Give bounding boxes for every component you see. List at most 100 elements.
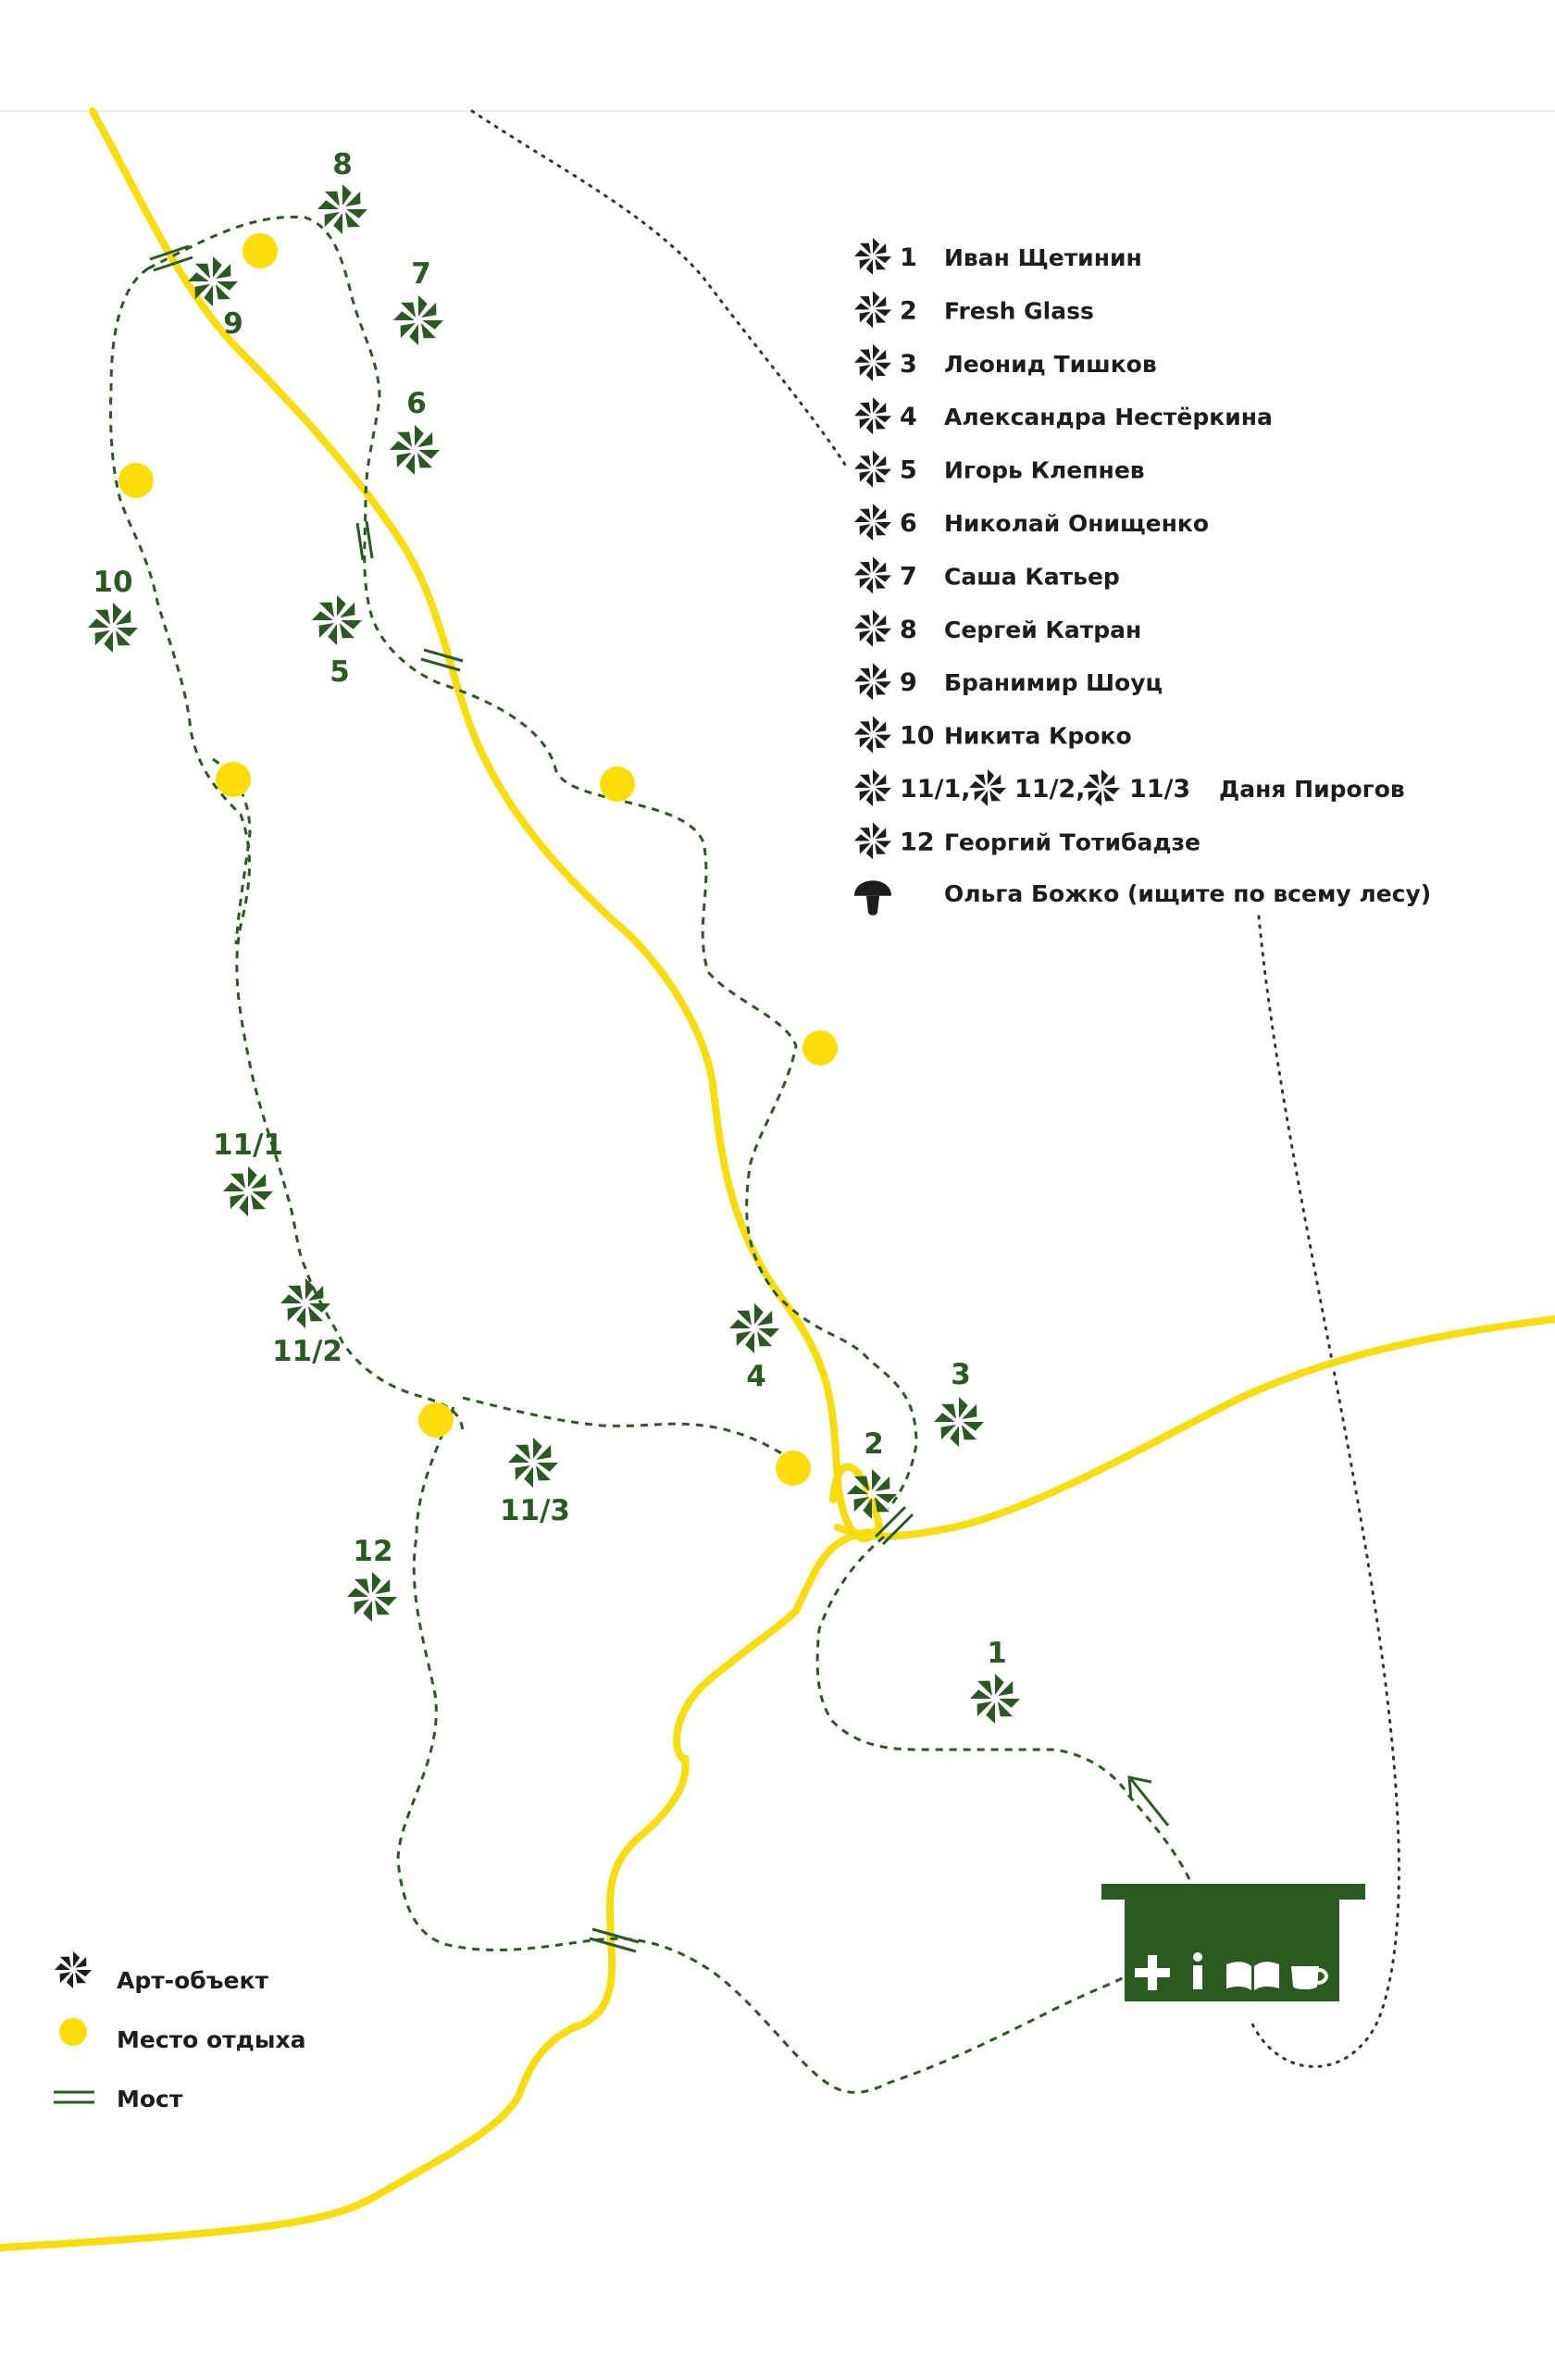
art-object-icon bbox=[55, 1951, 92, 1988]
legend-art-object-icon bbox=[854, 663, 891, 701]
bridges bbox=[149, 244, 914, 1953]
map-label-12: 12 bbox=[353, 1535, 392, 1568]
art-object-marker[interactable] bbox=[347, 1572, 397, 1622]
legend-number: 8 bbox=[900, 616, 917, 644]
legend-number: 12 bbox=[900, 828, 935, 856]
map-label-11-3: 11/3 bbox=[500, 1494, 570, 1527]
legend-art-object-icon bbox=[854, 769, 891, 806]
bridge bbox=[420, 648, 464, 672]
rest-place-marker[interactable] bbox=[216, 762, 251, 797]
legend-art-object-icon bbox=[854, 238, 891, 275]
map-labels: 8 7 9 6 10 5 11/1 11/2 4 3 2 11/3 12 1 bbox=[93, 148, 1006, 1670]
trail-mid-south bbox=[462, 1396, 797, 1464]
legend-art-object-icon bbox=[1083, 769, 1120, 806]
legend-artist-name: Fresh Glass bbox=[944, 297, 1094, 324]
book-icon bbox=[1226, 1962, 1279, 1990]
art-object-marker[interactable] bbox=[508, 1438, 558, 1488]
first-aid-icon bbox=[1135, 1955, 1170, 1990]
legend-art-object-icon bbox=[854, 716, 891, 754]
legend-art-object-icon bbox=[854, 822, 891, 860]
info-icon bbox=[1193, 1952, 1202, 1989]
art-object-marker[interactable] bbox=[393, 295, 443, 345]
legend-number: 11/1, bbox=[900, 775, 970, 804]
art-object-marker[interactable] bbox=[390, 425, 440, 475]
map-label-11-1: 11/1 bbox=[213, 1128, 283, 1162]
legend-art-object-icon bbox=[854, 556, 891, 594]
map-label-3: 3 bbox=[951, 1358, 971, 1391]
map-label-8: 8 bbox=[332, 148, 353, 181]
legend-artist-name: Николай Онищенко bbox=[944, 510, 1209, 537]
art-object-marker[interactable] bbox=[223, 1166, 273, 1216]
legend-art-object-icon bbox=[854, 291, 891, 329]
legend-art-object-icon bbox=[969, 769, 1006, 806]
rest-place-marker[interactable] bbox=[243, 233, 278, 268]
legend-artist-name: Иван Щетинин bbox=[944, 244, 1142, 271]
mushroom-icon bbox=[854, 880, 891, 916]
rest-place-marker[interactable] bbox=[802, 1030, 838, 1065]
legend-number: 7 bbox=[900, 562, 917, 591]
road-east bbox=[834, 1315, 1555, 1540]
art-object-marker[interactable] bbox=[729, 1303, 779, 1353]
legend-number: 9 bbox=[900, 668, 917, 697]
map-label-5: 5 bbox=[330, 655, 350, 689]
rest-place-marker[interactable] bbox=[418, 1402, 454, 1438]
art-object-marker[interactable] bbox=[88, 603, 138, 653]
legend-artist-name: Бранимир Шоуц bbox=[944, 669, 1163, 696]
legend-artist-name: Сергей Катран bbox=[944, 617, 1141, 643]
bridge bbox=[874, 1505, 914, 1546]
rest-place-marker[interactable] bbox=[600, 766, 635, 802]
bottom-legend: Арт-объект Место отдыха Мост bbox=[54, 1951, 305, 2112]
legend-number: 3 bbox=[900, 350, 917, 379]
rest-places bbox=[118, 233, 838, 1486]
art-object-marker[interactable] bbox=[312, 595, 362, 645]
legend-number: 10 bbox=[900, 722, 935, 751]
trail-direction-arrow bbox=[1127, 1776, 1170, 1826]
art-object-marker[interactable] bbox=[970, 1674, 1020, 1724]
artist-legend: 1 Иван Щетинин 2 Fresh Glass 3 Леонид Тишков 4… bbox=[854, 238, 1431, 916]
legend-art-object-icon bbox=[854, 609, 891, 647]
trail-west bbox=[108, 267, 465, 1436]
map-label-6: 6 bbox=[406, 387, 427, 420]
rest-place-marker[interactable] bbox=[776, 1451, 811, 1486]
legend-art-object-icon bbox=[854, 397, 891, 435]
legend-number: 4 bbox=[900, 403, 917, 431]
legend-art-object-icon bbox=[854, 343, 891, 381]
art-object-marker[interactable] bbox=[188, 256, 238, 306]
legend-artist-name: Саша Катьер bbox=[944, 563, 1120, 590]
bridge bbox=[149, 244, 193, 272]
art-object-marker[interactable] bbox=[847, 1469, 897, 1519]
legend-art-object-icon bbox=[55, 1951, 92, 1988]
map-label-10: 10 bbox=[93, 566, 132, 599]
legend-artist-name: Никита Кроко bbox=[944, 723, 1132, 750]
legend-rest-place-label: Место отдыха bbox=[117, 2026, 305, 2053]
road-main bbox=[89, 107, 884, 1542]
bridge bbox=[355, 520, 374, 561]
map-label-7: 7 bbox=[411, 257, 431, 291]
legend-artist-name: Ольга Божко (ищите по всему лесу) bbox=[944, 880, 1431, 907]
legend-artist-name: Даня Пирогов bbox=[1219, 776, 1405, 803]
info-center[interactable] bbox=[1101, 1884, 1365, 2001]
legend-number: 2 bbox=[900, 296, 917, 325]
legend-rest-place-icon bbox=[59, 2018, 87, 2046]
trail-southwest bbox=[396, 1406, 1135, 2094]
rest-place-marker[interactable] bbox=[118, 463, 154, 498]
dotted-path-north bbox=[470, 109, 849, 469]
legend-artist-name: Леонид Тишков bbox=[944, 351, 1157, 378]
legend-number: 1 bbox=[900, 243, 917, 272]
legend-number: 6 bbox=[900, 509, 917, 538]
legend-number: 11/3 bbox=[1129, 775, 1190, 804]
legend-art-object-icon bbox=[854, 450, 891, 488]
art-object-marker[interactable] bbox=[934, 1397, 984, 1447]
art-object-markers bbox=[88, 184, 1020, 1724]
art-object-marker[interactable] bbox=[317, 184, 367, 234]
legend-art-object-label: Арт-объект bbox=[117, 1967, 268, 1994]
legend-number: 11/2, bbox=[1014, 775, 1085, 804]
map-label-4: 4 bbox=[746, 1360, 766, 1393]
map-label-1: 1 bbox=[987, 1637, 1007, 1670]
cup-icon bbox=[1291, 1966, 1328, 1989]
map-label-9: 9 bbox=[223, 307, 243, 341]
art-object-marker[interactable] bbox=[280, 1278, 330, 1328]
legend-artist-name: Александра Нестёркина bbox=[944, 404, 1273, 430]
map-label-2: 2 bbox=[864, 1427, 884, 1461]
